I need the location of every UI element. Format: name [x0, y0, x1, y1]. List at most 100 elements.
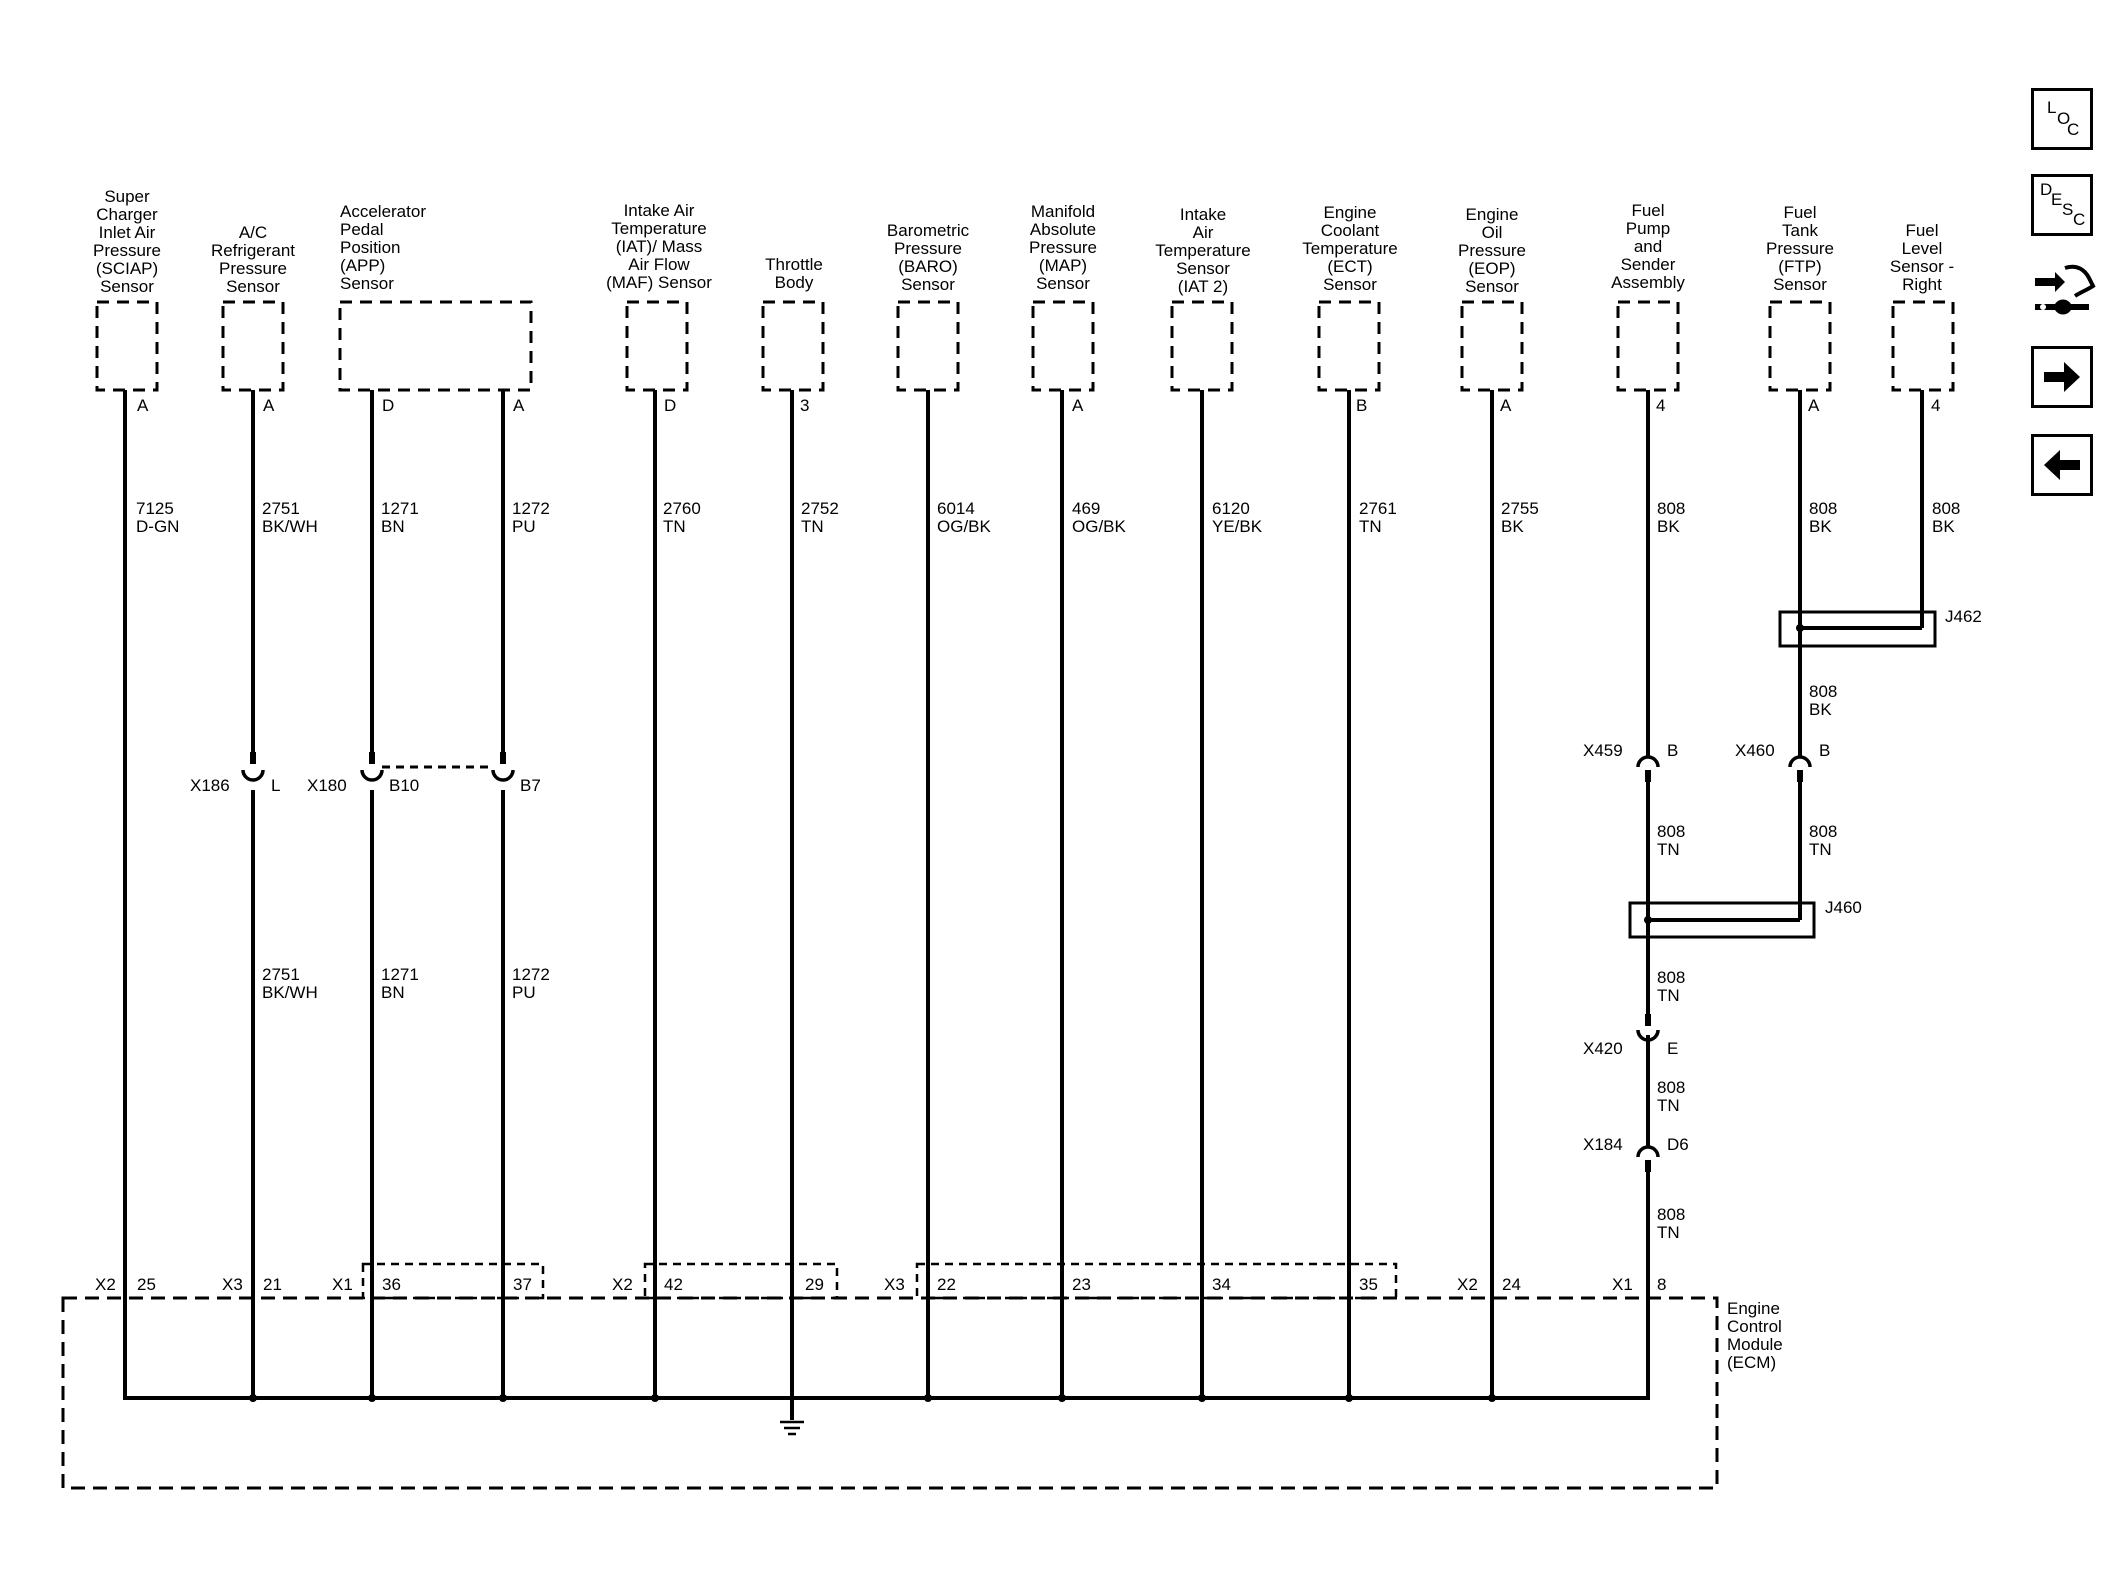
- desc-letter: D: [2040, 180, 2052, 199]
- pin-label: 4: [1656, 396, 1665, 415]
- circuit-number: 6120: [1212, 499, 1250, 518]
- pin-label: A: [137, 396, 149, 415]
- ecm-connector-id: X2: [95, 1275, 116, 1294]
- loc-letter: C: [2067, 120, 2079, 139]
- circuit-color: YE/BK: [1212, 517, 1263, 536]
- sensor-box-fuelpump: [1616, 300, 1680, 392]
- ecm-pin: 29: [805, 1275, 824, 1294]
- connector-pin: E: [1667, 1039, 1678, 1058]
- circuit-number: 808: [1657, 1205, 1685, 1224]
- circuit-color: TN: [1657, 1223, 1680, 1242]
- circuit-color: PU: [512, 983, 536, 1002]
- connector-x186: [241, 752, 265, 782]
- previous-page-button[interactable]: [2031, 434, 2093, 496]
- sensor-box-app: [338, 300, 533, 392]
- circuit-color: BN: [381, 983, 405, 1002]
- circuit-color: BK/WH: [262, 517, 318, 536]
- circuit-color: TN: [1657, 1096, 1680, 1115]
- circuit-number: 1272: [512, 965, 550, 984]
- connector-name: X460: [1735, 741, 1775, 760]
- sensor-box-baro: [896, 300, 960, 392]
- ecm-pin: 36: [382, 1275, 401, 1294]
- sensor-box-ftp: [1768, 300, 1832, 392]
- splice-dot: [1488, 1394, 1496, 1402]
- connector-name: X459: [1583, 741, 1623, 760]
- ecm-connector-group-x3: [915, 1262, 1398, 1300]
- connector-x420: [1636, 1014, 1660, 1042]
- pin-label: A: [1500, 396, 1512, 415]
- splice-dot: [651, 1394, 659, 1402]
- loc-letter: L: [2047, 98, 2056, 117]
- sensor-box-ect: [1317, 300, 1381, 392]
- ecm-connector-id: X3: [222, 1275, 243, 1294]
- desc-letter: S: [2062, 200, 2073, 219]
- circuit-color: BK: [1501, 517, 1524, 536]
- desc-letter: C: [2073, 210, 2085, 229]
- ecm-pin: 22: [937, 1275, 956, 1294]
- circuit-number: 1271: [381, 965, 419, 984]
- ecm-connector-group-x1: [361, 1262, 545, 1300]
- circuit-number: 808: [1657, 968, 1685, 987]
- sensor-box-iat: [625, 300, 689, 392]
- splice-dot: [924, 1394, 932, 1402]
- splice-dot: [1058, 1394, 1066, 1402]
- circuit-number: 2760: [663, 499, 701, 518]
- sensor-box-fuellevel: [1891, 300, 1955, 392]
- connector-x180-b7: [491, 752, 515, 782]
- pin-label: 3: [800, 396, 809, 415]
- arrow-left-icon: [2044, 450, 2080, 480]
- splice-dot: [1198, 1394, 1206, 1402]
- connector-info-button[interactable]: [2029, 258, 2099, 328]
- location-button[interactable]: L O C: [2031, 88, 2093, 150]
- ecm-pin: 21: [263, 1275, 282, 1294]
- ecm-module-box: [61, 1296, 1719, 1490]
- circuit-number: 469: [1072, 499, 1100, 518]
- circuit-color: BK/WH: [262, 983, 318, 1002]
- ecm-connector-group-x2: [643, 1262, 839, 1300]
- splice-dot: [249, 1394, 257, 1402]
- circuit-color: BK: [1809, 700, 1832, 719]
- connector-name: X420: [1583, 1039, 1623, 1058]
- splice-label: J462: [1945, 607, 1982, 626]
- splice-dot: [1345, 1394, 1353, 1402]
- next-page-button[interactable]: [2031, 346, 2093, 408]
- ecm-pin: 23: [1072, 1275, 1091, 1294]
- sensor-box-ac: [221, 300, 285, 392]
- connector-x459: [1636, 755, 1660, 782]
- circuit-number: 1272: [512, 499, 550, 518]
- pin-label: A: [1072, 396, 1084, 415]
- ground-symbol: [780, 1420, 804, 1436]
- splice-pack-j462: [1778, 610, 1937, 648]
- circuit-number: 2751: [262, 965, 300, 984]
- splice-dot: [1796, 624, 1804, 632]
- circuit-color: TN: [1657, 840, 1680, 859]
- circuit-number: 808: [1809, 499, 1837, 518]
- circuit-color: BK: [1657, 517, 1680, 536]
- description-button[interactable]: D E S C: [2031, 174, 2093, 236]
- ecm-pin: 24: [1502, 1275, 1521, 1294]
- circuit-number: 2752: [801, 499, 839, 518]
- circuit-number: 2761: [1359, 499, 1397, 518]
- circuit-color: D-GN: [136, 517, 179, 536]
- sensor-box-iat2: [1170, 300, 1234, 392]
- pin-label: D: [664, 396, 676, 415]
- circuit-number: 808: [1657, 499, 1685, 518]
- ecm-connector-id: X2: [1457, 1275, 1478, 1294]
- ecm-connector-id: X3: [884, 1275, 905, 1294]
- circuit-color: TN: [1359, 517, 1382, 536]
- connector-pin: B10: [389, 776, 419, 795]
- sensor-box-eop: [1460, 300, 1524, 392]
- pin-label: D: [382, 396, 394, 415]
- splice-dot: [368, 1394, 376, 1402]
- ecm-pin: 25: [137, 1275, 156, 1294]
- connector-x180-b10: [360, 752, 384, 782]
- connector-name: X184: [1583, 1135, 1623, 1154]
